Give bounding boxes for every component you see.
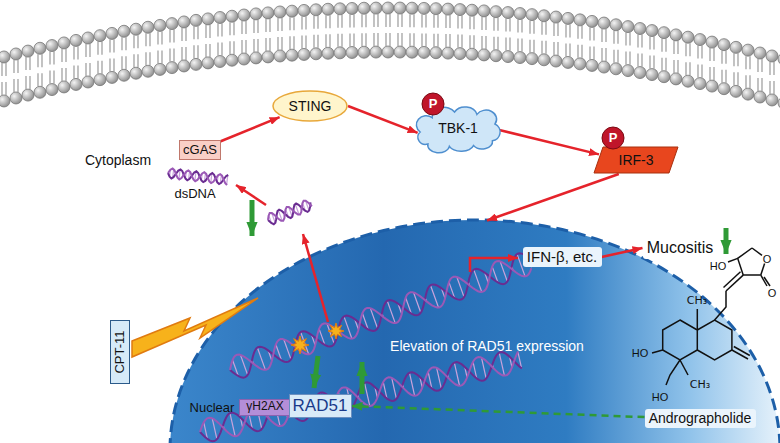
atom-label: HO — [652, 391, 669, 404]
phosphate-circle-text: P — [609, 131, 618, 146]
outcome-text-text: Mucositis — [647, 239, 714, 257]
atom-label: O — [768, 287, 777, 300]
cytokine-text: IFN-β, etc. — [523, 247, 602, 267]
andrographolide-structure — [652, 248, 770, 385]
decrease-arrow — [724, 228, 729, 254]
increase-arrow — [360, 362, 365, 394]
decrease-arrow — [250, 200, 255, 236]
factor-parallelogram: IRF-3P — [593, 146, 679, 174]
compound-name-text: Andrographolide — [649, 410, 752, 426]
marker-box-text: γH2AX — [246, 400, 283, 414]
nucleus-text: Nuclear — [190, 401, 235, 416]
protein-box-text: RAD51 — [293, 396, 348, 416]
drug-box: CPT-11 — [110, 320, 130, 384]
connector-arrow — [348, 106, 418, 133]
connector-arrow — [352, 406, 645, 417]
phosphate-circle: P — [421, 92, 445, 116]
dna-damage — [291, 323, 344, 354]
connector-arrow — [219, 117, 280, 142]
atom-label: CH₃ — [687, 295, 707, 308]
factor-parallelogram-text: IRF-3 — [619, 152, 654, 168]
marker-box: γH2AX — [239, 399, 291, 416]
protein-box: RAD51 — [289, 394, 352, 418]
protein-box: cGAS — [179, 140, 221, 160]
phosphate-circle: P — [601, 126, 625, 150]
protein-box-text: cGAS — [183, 143, 217, 158]
compound-name: Andrographolide — [645, 409, 756, 428]
connector-arrow — [487, 174, 619, 221]
repair-arrow — [314, 356, 318, 388]
phosphate-circle-text: P — [429, 97, 438, 112]
outcome-text: Mucositis — [643, 238, 718, 259]
drug-box-text: CPT-11 — [113, 330, 128, 373]
transcription-arrow — [470, 258, 518, 272]
annotation-label: Elevation of RAD51 expression — [390, 338, 584, 354]
protein-oval-text: STING — [289, 98, 332, 114]
connector-arrow — [602, 248, 643, 257]
annotation-label: Cytoplasm — [85, 152, 151, 168]
kinase-cloud-text: TBK-1 — [438, 120, 478, 136]
connector-arrow — [499, 130, 599, 154]
annotation-label: dsDNA — [174, 187, 215, 202]
atom-label: HO — [710, 260, 727, 273]
cell-membrane — [0, 2, 780, 109]
kinase-cloud: TBK-1P — [415, 108, 501, 148]
cytokine-text-text: IFN-β, etc. — [527, 248, 597, 265]
protein-oval: STING — [272, 90, 348, 122]
dna-helices — [168, 169, 532, 442]
release-arrow — [303, 234, 328, 322]
lightning-bolt — [132, 298, 258, 357]
atom-label: O — [763, 253, 772, 266]
atom-label: HO — [632, 347, 649, 360]
atom-label: CH₃ — [690, 379, 710, 392]
